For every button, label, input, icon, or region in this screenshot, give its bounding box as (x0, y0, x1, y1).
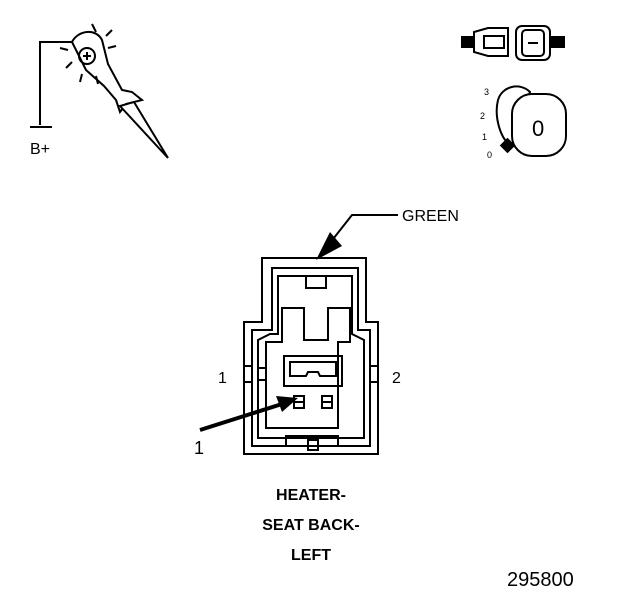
battery-label: B+ (30, 141, 51, 158)
key-position-0: 0 (487, 150, 493, 160)
title-line-2: SEAT BACK- (262, 517, 360, 534)
test-probe-icon (30, 23, 169, 159)
connector-color-label: GREEN (402, 208, 459, 225)
title-line-1: HEATER- (276, 487, 346, 504)
pin-1-label: 1 (218, 370, 227, 387)
key-position-1: 1 (482, 132, 488, 142)
key-position-3: 3 (484, 87, 490, 97)
connector-body (243, 257, 379, 455)
figure-number: 295800 (507, 569, 574, 591)
pin-2-label: 2 (392, 370, 401, 387)
ignition-key-icon (495, 85, 567, 157)
callout-arrow (199, 396, 298, 432)
title-line-3: LEFT (291, 547, 331, 564)
disconnect-connector-icon (461, 25, 565, 61)
key-symbol: 0 (532, 116, 545, 141)
callout-label: 1 (194, 438, 205, 458)
key-position-2: 2 (480, 111, 486, 121)
green-leader-arrow (316, 214, 398, 260)
